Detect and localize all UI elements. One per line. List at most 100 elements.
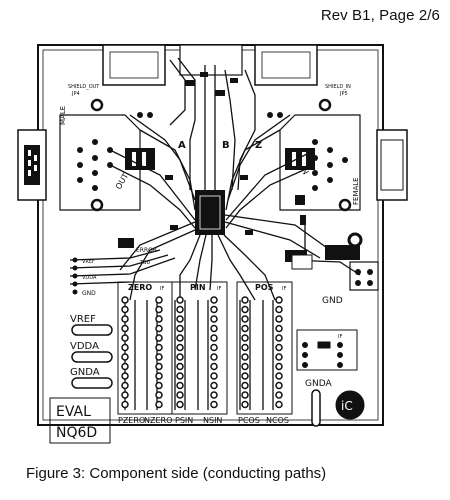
channel-z-label: Z xyxy=(255,140,262,151)
socket-pad xyxy=(121,391,129,399)
right-dsub-connector xyxy=(279,114,408,211)
socket-pad xyxy=(121,315,129,323)
socket-pad xyxy=(176,315,184,323)
socket-pad xyxy=(275,353,283,361)
jumper-shield-out-label: SHIELD_OUT xyxy=(68,84,100,90)
socket-pad xyxy=(176,353,184,361)
revision-label: Rev B1, Page 2/6 xyxy=(320,7,440,24)
in-label: IN xyxy=(298,165,310,177)
bottom-label-nzero: NZERO xyxy=(144,416,172,425)
socket-pad xyxy=(176,334,184,342)
bottom-label-pzero: PZERO xyxy=(118,416,145,425)
channel-b-label: B xyxy=(222,140,230,151)
socket-pad xyxy=(121,334,129,342)
socket-pad xyxy=(121,381,129,390)
jumper-jp4-label: JP4 xyxy=(71,91,80,97)
socket-pad xyxy=(241,334,249,342)
socket-pad xyxy=(210,362,218,371)
pcb-board-drawing: SHIELD_OUT JP4 SHIELD_IN JP5 MALE FEMALE… xyxy=(17,44,408,444)
if-select-block xyxy=(296,329,358,371)
socket-pad xyxy=(275,305,283,314)
jumper-shield-in-label: SHIELD_IN xyxy=(325,84,351,90)
socket-pad xyxy=(155,391,163,399)
socket-pad xyxy=(155,353,163,361)
socket-pad xyxy=(275,391,283,399)
socket-pad xyxy=(155,362,163,371)
socket-pad xyxy=(176,362,184,371)
if-select-tag: IF xyxy=(338,334,342,340)
socket-pad xyxy=(176,296,184,304)
gnd-right-label: GND xyxy=(322,296,343,306)
socket-pad xyxy=(121,324,129,333)
socket-pad xyxy=(176,381,184,390)
socket-pad xyxy=(210,305,218,314)
bank-zero-tag: IF xyxy=(160,286,164,292)
socket-pad xyxy=(241,315,249,323)
socket-pad xyxy=(275,362,283,371)
socket-pad xyxy=(155,381,163,390)
bottom-label-psin: PSIN xyxy=(175,416,193,425)
socket-pad xyxy=(241,400,249,409)
figure-caption: Figure 3: Component side (conducting pat… xyxy=(26,465,327,482)
socket-pad xyxy=(121,343,129,352)
socket-pad xyxy=(275,400,283,409)
socket-pad xyxy=(176,343,184,352)
socket-pad xyxy=(210,334,218,342)
left-pin-vdda-label: VDDA xyxy=(82,275,97,281)
socket-pad xyxy=(210,372,218,380)
socket-pad xyxy=(241,296,249,304)
socket-pad xyxy=(155,305,163,314)
socket-pad xyxy=(121,353,129,361)
socket-pad xyxy=(176,324,184,333)
socket-pad xyxy=(275,324,283,333)
power-vref-label: VREF xyxy=(70,314,96,325)
eval-title-line1: EVAL xyxy=(56,404,91,420)
bank-pos-label: POS xyxy=(255,283,274,292)
socket-pad xyxy=(241,391,249,399)
left-pin-gnd-label: GND xyxy=(82,290,96,297)
socket-pad xyxy=(241,353,249,361)
socket-pad xyxy=(275,381,283,390)
vb-label: VB xyxy=(330,251,342,261)
male-label: MALE xyxy=(59,106,67,125)
socket-pad xyxy=(155,296,163,304)
socket-pad xyxy=(155,324,163,333)
left-pin-vref-label: VREF xyxy=(82,259,95,265)
socket-pad xyxy=(155,315,163,323)
socket-pad xyxy=(275,372,283,380)
bottom-label-ncos: NCOS xyxy=(266,416,289,425)
power-test-points xyxy=(71,324,321,427)
pcb-figure: SHIELD_OUT JP4 SHIELD_IN JP5 MALE FEMALE… xyxy=(17,44,408,444)
socket-pad xyxy=(241,324,249,333)
power-connector xyxy=(291,245,379,291)
dil-bank-pads xyxy=(121,296,283,409)
socket-pad xyxy=(210,381,218,390)
female-label: FEMALE xyxy=(352,177,360,205)
tbd-label: TBD xyxy=(139,260,150,266)
socket-pad xyxy=(121,372,129,380)
socket-pad xyxy=(210,343,218,352)
left-header-pins xyxy=(72,257,78,295)
socket-pad xyxy=(241,305,249,314)
error-label: ERROR xyxy=(136,247,157,254)
socket-pad xyxy=(275,315,283,323)
socket-pad xyxy=(210,353,218,361)
socket-pad xyxy=(275,343,283,352)
socket-pad xyxy=(155,334,163,342)
socket-pad xyxy=(210,400,218,409)
socket-pad xyxy=(121,362,129,371)
power-vdda-label: VDDA xyxy=(70,341,99,352)
socket-pad xyxy=(241,381,249,390)
ic-haus-logo: iC xyxy=(341,399,353,413)
socket-pad xyxy=(210,324,218,333)
dil-banks xyxy=(117,281,293,415)
top-connectors xyxy=(102,44,318,86)
socket-pad xyxy=(241,372,249,380)
socket-pad xyxy=(121,296,129,304)
socket-pad xyxy=(210,315,218,323)
left-dsub-connector xyxy=(17,114,141,211)
bottom-label-pcos: PCOS xyxy=(238,416,260,425)
bank-pin-label: PIN xyxy=(190,283,206,292)
socket-pad xyxy=(275,296,283,304)
socket-pad xyxy=(241,362,249,371)
